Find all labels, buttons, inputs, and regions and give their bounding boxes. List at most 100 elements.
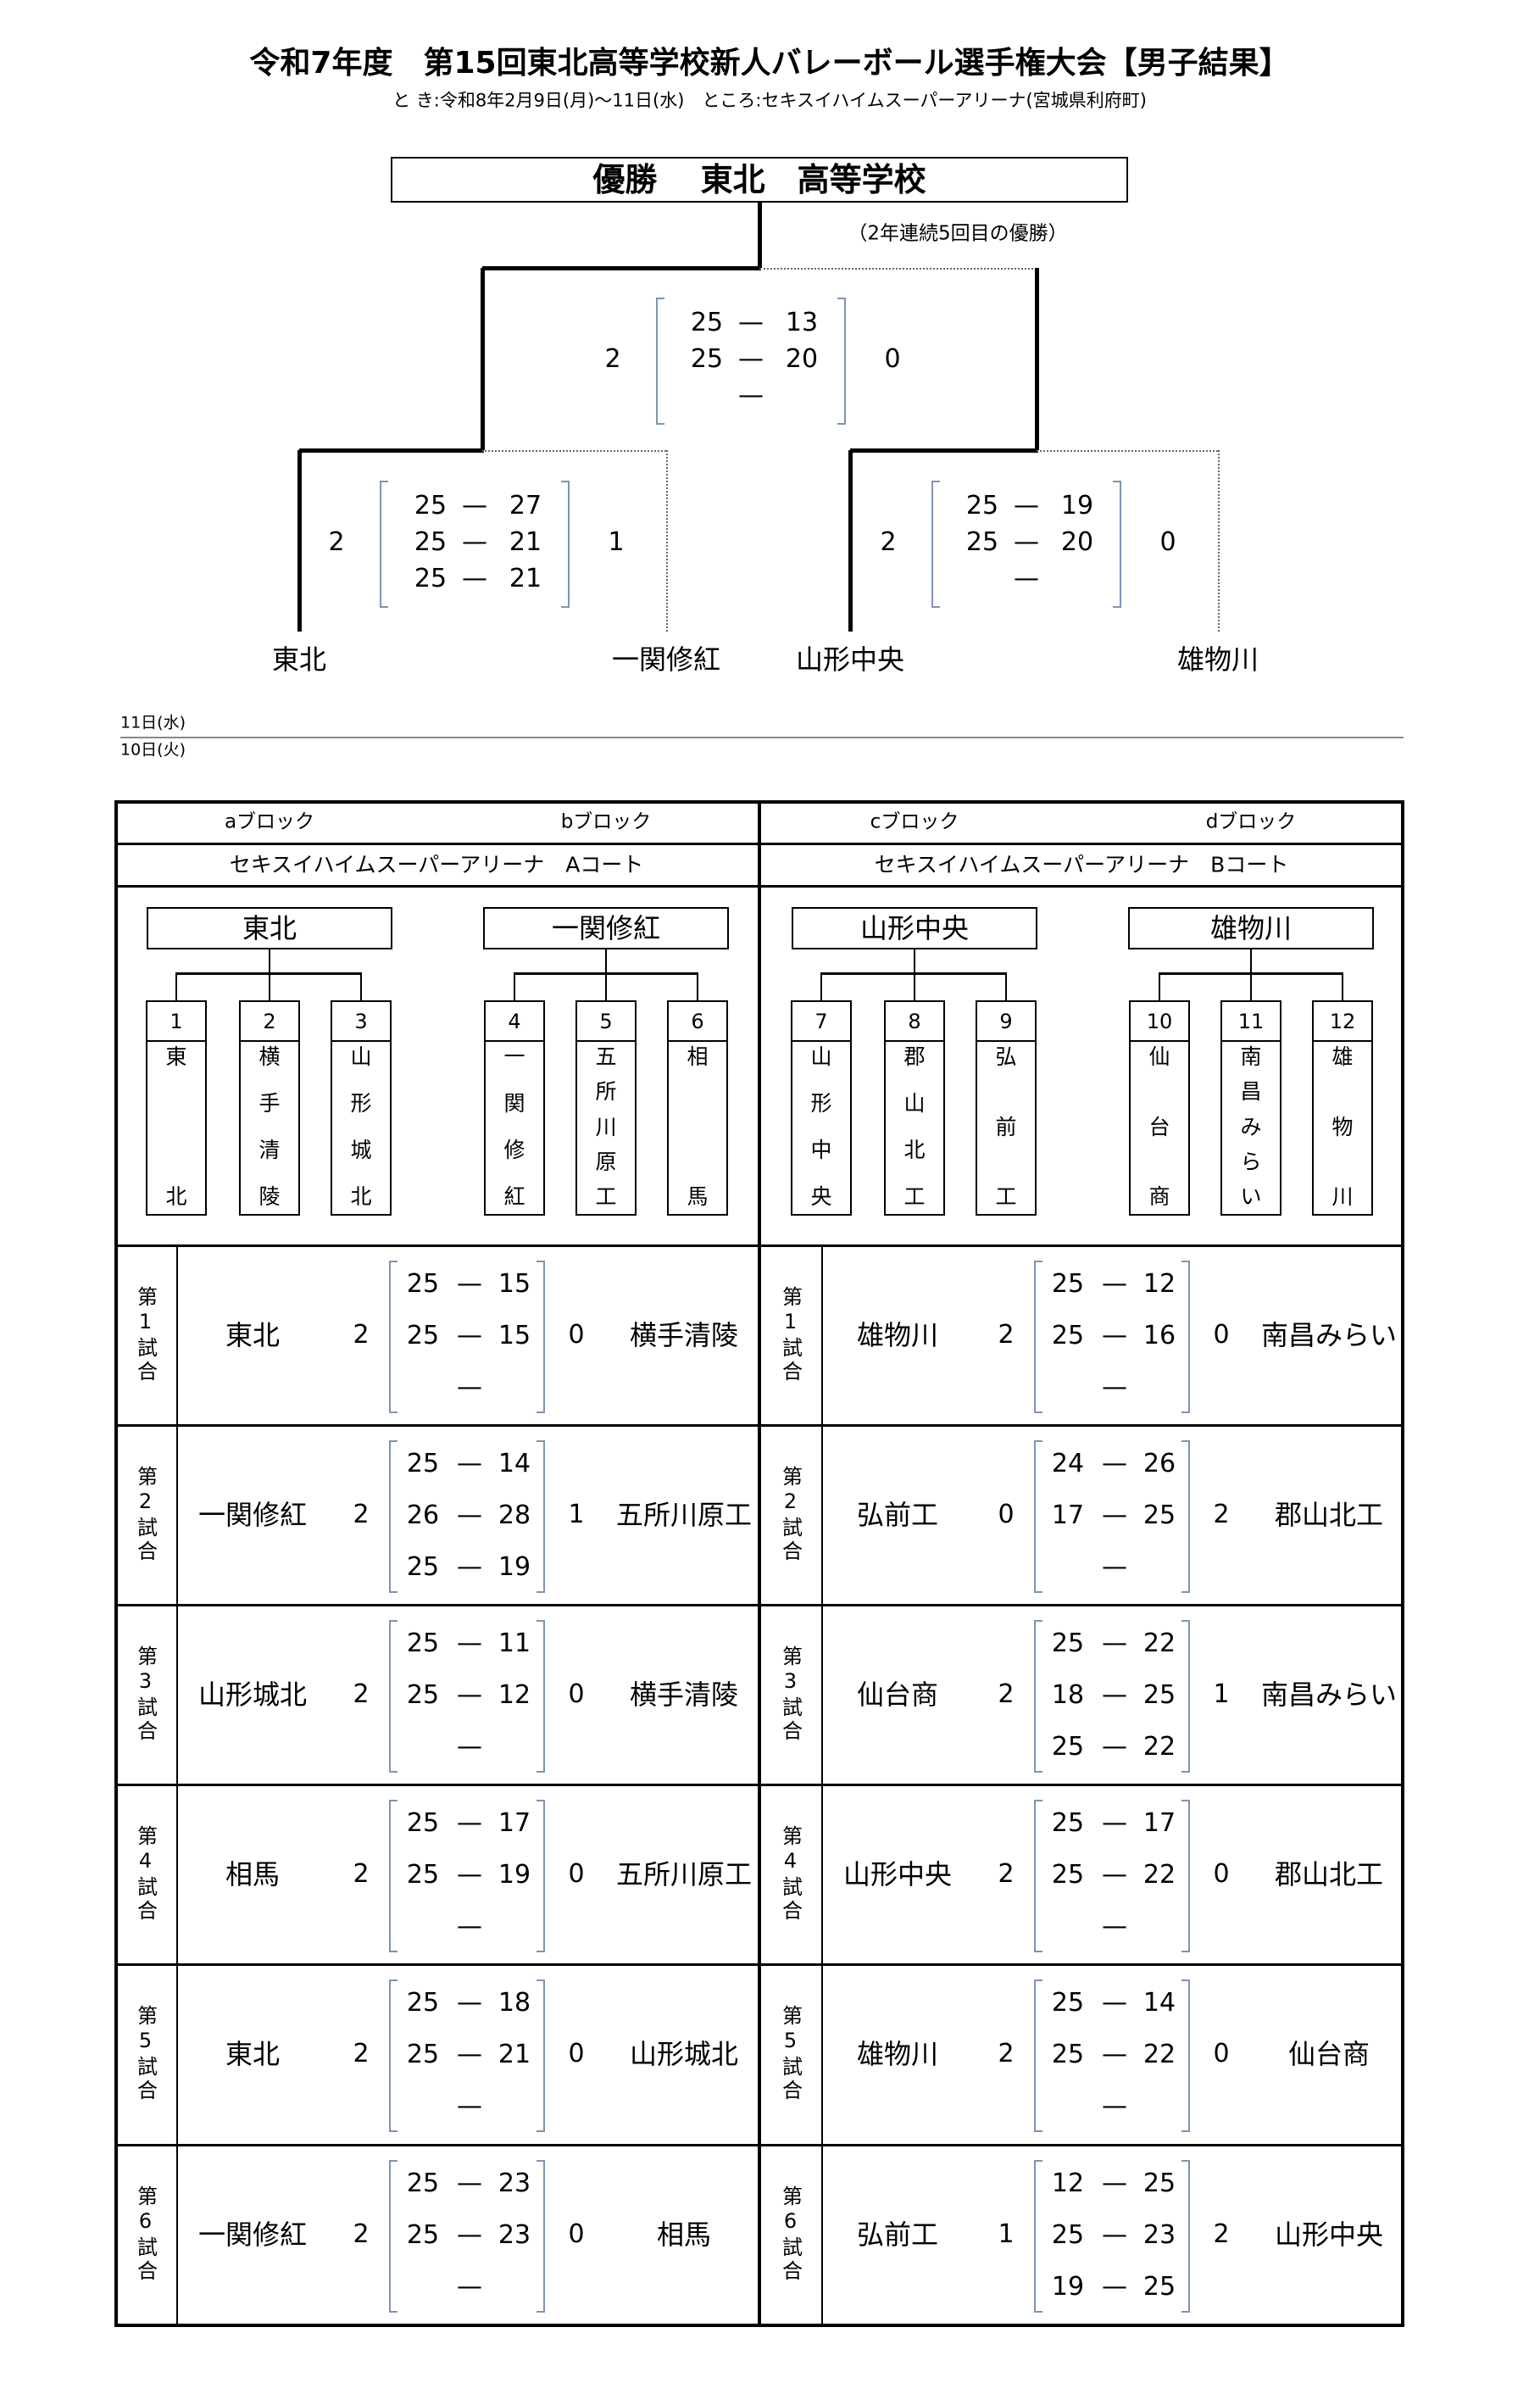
entry-name-char: 昌 xyxy=(1240,1079,1262,1105)
bracket-line-dotted xyxy=(759,268,1037,270)
score-bracket-right xyxy=(1181,1620,1190,1773)
connector xyxy=(820,972,1007,975)
bracket-line xyxy=(848,450,853,632)
set-score-right: 16 xyxy=(1142,1321,1176,1350)
set-count-left: 2 xyxy=(998,1859,1015,1889)
block-winner-name: 雄物川 xyxy=(1209,912,1293,944)
set-count-left: 2 xyxy=(328,527,345,557)
score-bracket-right xyxy=(561,481,570,608)
score-bracket-right xyxy=(1181,1440,1190,1593)
set-count-right: 1 xyxy=(608,527,625,557)
set-score-left: 25 xyxy=(1051,2040,1085,2069)
set-separator: — xyxy=(1102,1732,1127,1762)
score-bracket-left xyxy=(1034,1440,1042,1593)
score-bracket-right xyxy=(1181,1800,1190,1952)
set-separator: — xyxy=(457,1552,482,1582)
set-score-left: 25 xyxy=(1051,2220,1085,2250)
bracket-line xyxy=(297,450,302,632)
entry-name-char: 弘 xyxy=(995,1044,1017,1069)
table-row-line xyxy=(114,1784,1404,1786)
set-score-right: 20 xyxy=(785,344,819,374)
entry-number: 5 xyxy=(577,1002,635,1042)
match-number-label: 第6試合 xyxy=(778,2185,803,2284)
bracket-line xyxy=(482,266,761,270)
date-label-11: 11日(水) xyxy=(120,713,186,732)
set-score-left: 25 xyxy=(406,1808,440,1838)
set-separator: — xyxy=(738,344,764,374)
entry-name-char: 紅 xyxy=(503,1184,525,1209)
set-score-right: 14 xyxy=(498,1449,531,1478)
entry-name-vertical: 東北 xyxy=(147,1046,205,1207)
set-count-left: 2 xyxy=(353,1859,370,1889)
set-separator: — xyxy=(462,564,487,593)
block-winner-name: 山形中央 xyxy=(859,912,970,944)
entry-name-char: 物 xyxy=(1332,1114,1354,1139)
entry-name-char: 川 xyxy=(595,1114,617,1139)
score-bracket-left xyxy=(1034,1261,1042,1413)
entry-name-char: 関 xyxy=(503,1091,525,1116)
set-count-right: 2 xyxy=(1213,2219,1230,2249)
champion-note: （2年連続5回目の優勝） xyxy=(848,222,1068,245)
score-bracket-right xyxy=(536,1620,545,1773)
set-separator: — xyxy=(1102,2091,1127,2121)
match-number-label: 第3試合 xyxy=(778,1645,803,1744)
bracket-line-dotted xyxy=(1218,450,1220,632)
team2-name: 五所川原工 xyxy=(615,1499,753,1531)
score-bracket-left xyxy=(389,1261,398,1413)
set-score-right: 19 xyxy=(1060,491,1094,521)
bracket-line-dotted xyxy=(666,450,668,632)
match-number-label: 第4試合 xyxy=(778,1825,803,1924)
block-label: aブロック xyxy=(224,810,315,833)
entry-name-char: 工 xyxy=(903,1184,926,1209)
entry-name-char: 南 xyxy=(1240,1044,1262,1069)
set-score-left: 25 xyxy=(1051,1628,1085,1658)
set-score-left: 25 xyxy=(1051,1269,1085,1299)
team1-name: 雄物川 xyxy=(856,2038,939,2070)
entry-name-char: 五 xyxy=(595,1044,617,1069)
set-separator: — xyxy=(1102,1912,1127,1941)
connector xyxy=(1342,972,1343,1000)
set-separator: — xyxy=(1014,564,1039,593)
team2-name: 郡山北工 xyxy=(1274,1499,1384,1531)
entry-name-char: ら xyxy=(1240,1149,1262,1174)
set-separator: — xyxy=(462,491,487,521)
set-score-left: 25 xyxy=(406,2220,440,2250)
set-count-left: 1 xyxy=(998,2219,1015,2249)
block-winner-name: 一関修紅 xyxy=(551,912,661,944)
bracket-team-name: 東北 xyxy=(271,643,327,676)
set-score-right: 23 xyxy=(498,2169,531,2198)
connector xyxy=(1159,972,1160,1000)
entry-number: 8 xyxy=(886,1002,943,1042)
set-separator: — xyxy=(1102,1808,1127,1838)
set-score-right: 21 xyxy=(509,564,542,593)
table-row-line xyxy=(114,885,1404,888)
score-bracket-left xyxy=(389,1620,398,1773)
date-divider xyxy=(120,737,1404,738)
team1-name: 山形中央 xyxy=(842,1858,953,1890)
set-separator: — xyxy=(1102,2040,1127,2069)
set-score-right: 12 xyxy=(498,1680,531,1710)
team2-name: 郡山北工 xyxy=(1274,1858,1384,1890)
entry-name-char: 前 xyxy=(995,1114,1017,1139)
set-score-left: 25 xyxy=(1051,1732,1085,1762)
set-count-right: 0 xyxy=(1213,2039,1230,2068)
match-number-label: 第2試合 xyxy=(133,1466,158,1564)
set-separator: — xyxy=(1102,1552,1127,1582)
set-score-right: 25 xyxy=(1142,2169,1176,2198)
page-title: 令和7年度 第15回東北高等学校新人バレーボール選手権大会【男子結果】 xyxy=(249,46,1290,81)
court-name: セキスイハイムスーパーアリーナ Bコート xyxy=(874,852,1289,877)
entry-name-vertical: 横手清陵 xyxy=(241,1046,298,1207)
set-score-right: 14 xyxy=(1142,1988,1176,2018)
set-count-right: 0 xyxy=(568,1679,585,1709)
bracket-line-dotted xyxy=(482,450,666,452)
set-count-left: 2 xyxy=(353,2039,370,2068)
entry-name-vertical: 仙台商 xyxy=(1131,1046,1188,1207)
score-bracket-right xyxy=(536,1261,545,1413)
set-score-right: 12 xyxy=(1142,1269,1176,1299)
set-score-left: 12 xyxy=(1051,2169,1085,2198)
score-bracket-left xyxy=(389,1440,398,1593)
